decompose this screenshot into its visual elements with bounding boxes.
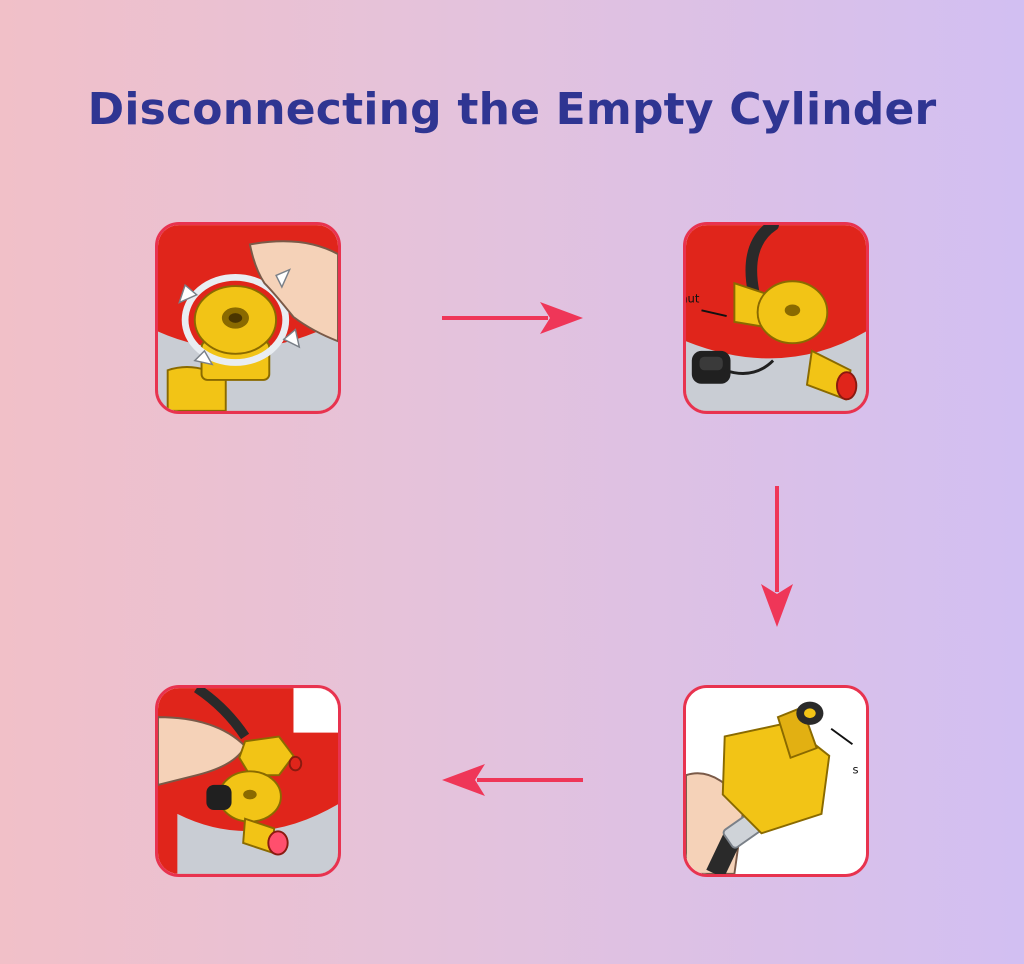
- step-1-image: [155, 222, 341, 414]
- step-1-illustration: [158, 225, 338, 411]
- step-2-callout: nut: [686, 292, 700, 306]
- arrow-left-icon: [442, 764, 583, 796]
- arrow-down-icon: [761, 486, 793, 627]
- arrow-right-icon: [442, 302, 583, 334]
- step-4-image: [155, 685, 341, 877]
- step-3-illustration: s: [686, 688, 866, 874]
- step-3-callout: s: [852, 762, 858, 776]
- step-2-image: nut: [683, 222, 869, 414]
- page-title: Disconnecting the Empty Cylinder: [87, 84, 937, 135]
- step-4-illustration: [158, 688, 338, 874]
- step-2-illustration: nut: [686, 225, 866, 411]
- step-3-image: s: [683, 685, 869, 877]
